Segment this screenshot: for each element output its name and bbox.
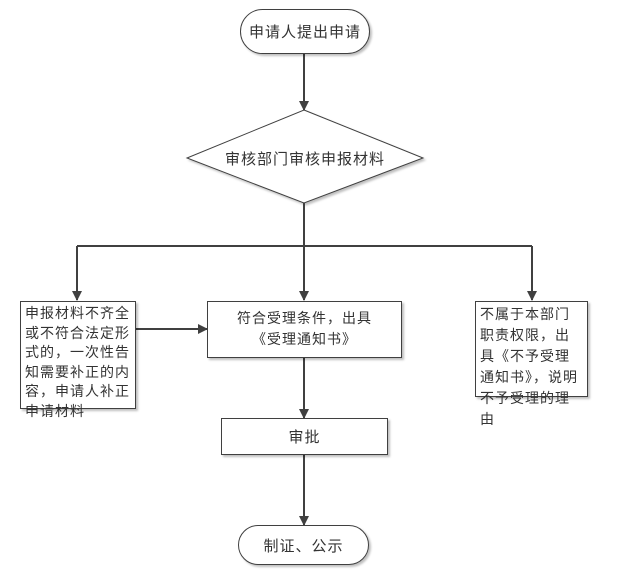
supplement-node: 申报材料不齐全或不符合法定形式的，一次性告知需要补正的内容，申请人补正申请材料 xyxy=(20,301,136,420)
approve-node-label: 审批 xyxy=(288,428,321,446)
supplement-node-text: 申报材料不齐全或不符合法定形式的，一次性告知需要补正的内容，申请人补正申请材料 xyxy=(25,306,130,420)
accept-node-line2: 《受理通知书》 xyxy=(252,331,357,348)
reject-node-text: 不属于本部门职责权限，出具《不予受理通知书》，说明不予受理的理由 xyxy=(480,307,578,428)
accept-node-line1: 符合受理条件，出具 xyxy=(237,310,372,327)
end-node-label: 制证、公示 xyxy=(263,536,344,555)
reject-node: 不属于本部门职责权限，出具《不予受理通知书》，说明不予受理的理由 xyxy=(475,301,588,428)
start-node: 申请人提出申请 xyxy=(240,9,370,54)
approve-node: 审批 xyxy=(221,418,388,455)
accept-node: 符合受理条件，出具 《受理通知书》 xyxy=(207,301,402,358)
start-node-label: 申请人提出申请 xyxy=(248,23,361,41)
review-decision-label: 审核部门审核申报材料 xyxy=(224,150,385,168)
end-node: 制证、公示 xyxy=(238,525,369,565)
